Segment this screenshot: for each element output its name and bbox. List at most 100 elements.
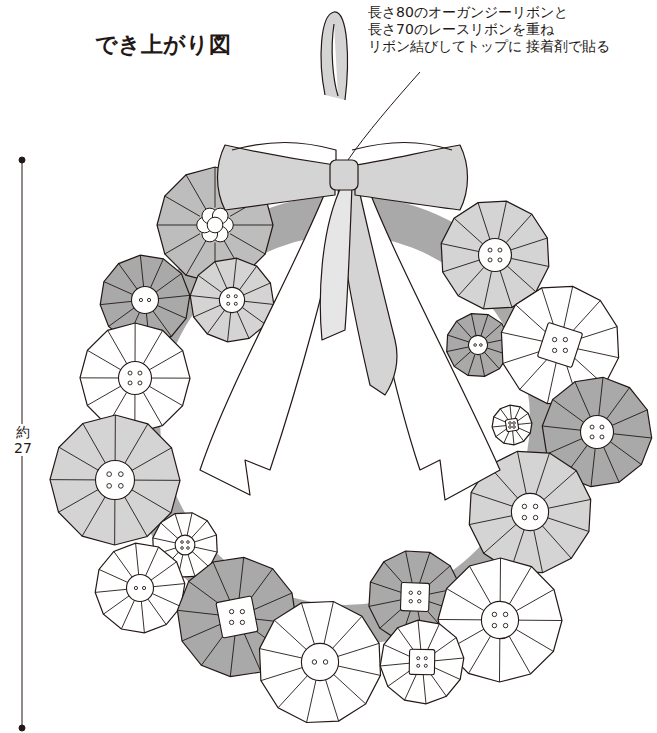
flower-stroke xyxy=(175,514,182,536)
flower-stroke xyxy=(100,301,131,304)
flower-stroke xyxy=(156,274,182,292)
flower-stroke xyxy=(233,258,236,287)
flower-stroke xyxy=(190,296,219,299)
button-hole xyxy=(107,472,112,477)
button-hole xyxy=(119,472,124,477)
button-hole xyxy=(418,600,421,603)
flower-stroke xyxy=(513,431,514,445)
flower-stroke xyxy=(480,354,485,376)
button xyxy=(127,575,154,602)
flower-stroke xyxy=(157,306,186,319)
flower-stroke xyxy=(83,424,106,464)
button-hole xyxy=(227,302,230,305)
flower-stroke xyxy=(516,430,524,441)
flower-stroke xyxy=(419,552,429,583)
flower-stroke xyxy=(468,354,475,375)
flower-stroke xyxy=(553,399,584,422)
flower-stroke xyxy=(613,434,651,438)
flower-stroke xyxy=(516,629,553,651)
button-hole xyxy=(533,504,537,508)
button-hole xyxy=(409,591,412,594)
flower-stroke xyxy=(498,201,506,239)
flower-stroke xyxy=(517,413,528,421)
flower-stroke xyxy=(575,382,591,417)
flower-stroke xyxy=(547,439,582,455)
flower-stroke xyxy=(194,535,216,542)
flower-stroke xyxy=(195,547,218,552)
button xyxy=(481,601,518,638)
flower-stroke xyxy=(80,377,118,378)
flower-stroke xyxy=(259,649,301,658)
flower-stroke xyxy=(599,377,603,415)
flower-stroke xyxy=(121,600,134,629)
button-hole xyxy=(424,664,427,667)
button-hole xyxy=(474,344,477,347)
button-hole xyxy=(138,371,142,375)
flower-stroke xyxy=(177,610,219,615)
button-hole xyxy=(498,248,502,252)
button-hole xyxy=(229,620,233,624)
flower-stroke xyxy=(517,427,530,433)
ribbon-bow xyxy=(200,12,500,500)
flower-stroke xyxy=(511,238,548,250)
flower-stroke xyxy=(494,417,507,423)
flower-stroke xyxy=(132,448,172,471)
button xyxy=(511,493,548,530)
button-hole xyxy=(312,660,316,664)
button xyxy=(400,582,429,611)
diagram-title: でき上がり図 xyxy=(95,30,231,60)
button xyxy=(175,535,195,555)
flower-stroke xyxy=(492,426,506,427)
button-hole xyxy=(552,337,556,341)
button xyxy=(207,217,223,233)
flower-stroke xyxy=(384,645,411,657)
flower-stroke xyxy=(511,258,549,266)
flower-stroke xyxy=(503,351,543,364)
flower-stroke xyxy=(432,638,456,655)
button-hole xyxy=(492,623,496,627)
leader-line xyxy=(348,72,420,160)
flower-stroke xyxy=(380,663,409,666)
flower-stroke xyxy=(125,497,148,537)
button xyxy=(479,239,512,272)
flower-stroke xyxy=(157,225,198,226)
button xyxy=(119,362,152,395)
button-hole xyxy=(552,348,556,352)
flower-stroke xyxy=(146,547,159,576)
flower-stroke xyxy=(194,305,221,317)
button xyxy=(219,287,244,312)
button-hole xyxy=(234,295,237,298)
flower-stroke xyxy=(134,480,179,481)
flower-stroke xyxy=(149,386,182,405)
flower-stroke xyxy=(564,286,573,327)
flower-stroke xyxy=(427,624,439,651)
flower-stroke xyxy=(433,667,460,679)
button-hole xyxy=(227,295,230,298)
button-hole xyxy=(492,612,496,616)
flower-stroke xyxy=(484,271,492,309)
button-hole xyxy=(509,422,512,425)
flower-stroke xyxy=(87,350,120,369)
flower-stroke xyxy=(478,203,490,240)
flower-stroke xyxy=(506,214,532,243)
flower-stroke xyxy=(301,603,314,644)
flower-stroke xyxy=(326,680,339,721)
flower-stroke xyxy=(500,271,512,308)
flower-stroke xyxy=(514,407,520,420)
button xyxy=(468,335,487,354)
flower-stroke xyxy=(405,673,417,700)
flower-stroke xyxy=(274,620,306,649)
button-hole xyxy=(107,484,112,489)
flower-stroke xyxy=(87,386,120,405)
flower-stroke xyxy=(510,405,511,419)
flower-stroke xyxy=(82,497,105,536)
button-hole xyxy=(234,302,237,305)
flower-stroke xyxy=(516,305,547,333)
button-hole xyxy=(522,515,526,519)
flower-stroke xyxy=(151,562,177,580)
button-hole xyxy=(590,425,594,429)
button xyxy=(216,596,258,638)
button-hole xyxy=(533,515,537,519)
flower-stroke xyxy=(95,589,126,592)
dimension-label: 約 27 xyxy=(8,424,38,456)
